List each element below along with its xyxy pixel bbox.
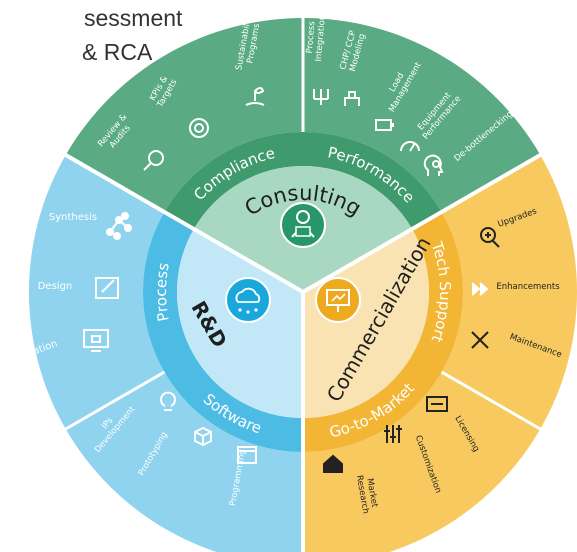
gauge-icon [400,141,420,152]
item-synthesis: Synthesis [49,212,97,223]
ring-label-process: Process [152,261,173,323]
header-line-1: sessment [84,5,183,31]
outer-divider [64,370,166,431]
item-enhancements: Enhancements [496,282,560,292]
battery-icon [375,119,394,131]
cloud-network-icon [225,277,271,323]
fast-forward-icon [471,282,489,296]
outer-divider [440,370,542,431]
lightbulb-gear-icon [160,391,176,411]
license-card-icon [426,396,448,412]
segment-divider [301,152,543,294]
rnd-core-segment [176,229,303,418]
plant-hand-icon [245,87,265,106]
tools-icon [471,331,489,349]
commercialization-ring-segment [303,212,463,452]
rnd-outer-segment [29,155,303,552]
magnifier-icon [143,150,164,171]
head-gear-icon [423,154,444,176]
rnd-ring-segment [143,212,303,452]
item-design: Design [38,281,73,292]
header-line-2: & RCA [82,39,153,65]
cube-icon [194,426,212,447]
item-process-integration: ProcessIntegration [304,14,328,62]
network-icon [313,89,329,105]
house-icon [323,454,343,473]
drafting-icon [95,277,119,299]
sliders-icon [384,425,402,443]
molecule-icon [106,212,132,240]
commercialization-core-segment [303,229,430,418]
commercialization-outer-segment [303,155,577,552]
plant-icon [344,91,360,106]
consulting-ring-segment [164,132,442,229]
zoom-in-icon [480,227,500,248]
code-window-icon [237,446,257,464]
consultant-icon [280,202,326,248]
segment-divider [63,152,305,294]
target-icon [189,118,209,138]
monitor-lock-icon [83,329,109,352]
presentation-board-icon [315,277,361,323]
